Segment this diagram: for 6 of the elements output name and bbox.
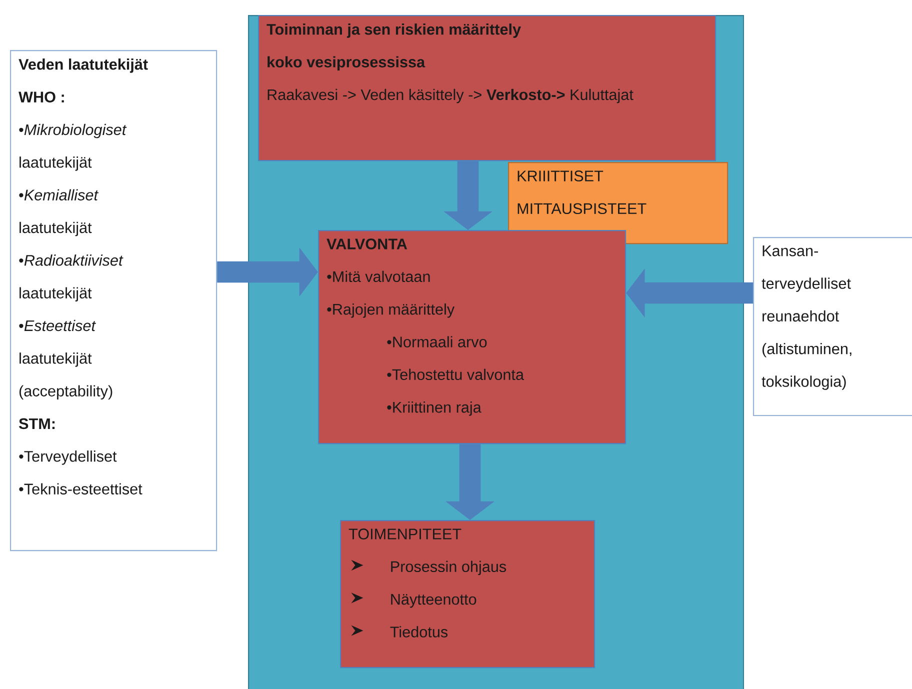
text-box: Veden laatutekijät WHO : •Mikrobiologiset laatutekijät •Kemialliset laatutekijät •Radioaktiiviset laatutekijät •Esteettiset laatutekijät (acceptability) STM: •Terveydelliset •Teknis-esteettiset: [10, 50, 218, 552]
process-box: TOIMENPITEET Prosessin ohjaus Näytteenotto Tiedotus: [340, 520, 596, 668]
process-box: Toiminnan ja sen riskien määrittely koko vesiprosessissa Raakavesi -> Veden käsittely -> Verkosto-> Kuluttajat: [258, 15, 716, 162]
text-box: Kansan- terveydelliset reunaehdot (altistuminen, toksikologia): [753, 237, 912, 416]
process-box: VALVONTA •Mitä valvotaan •Rajojen määrittely •Normaali arvo •Tehostettu valvonta •Kriittinen raja: [318, 230, 626, 444]
callout-box: KRIIITTISET MITTAUSPISTEET: [508, 162, 728, 244]
